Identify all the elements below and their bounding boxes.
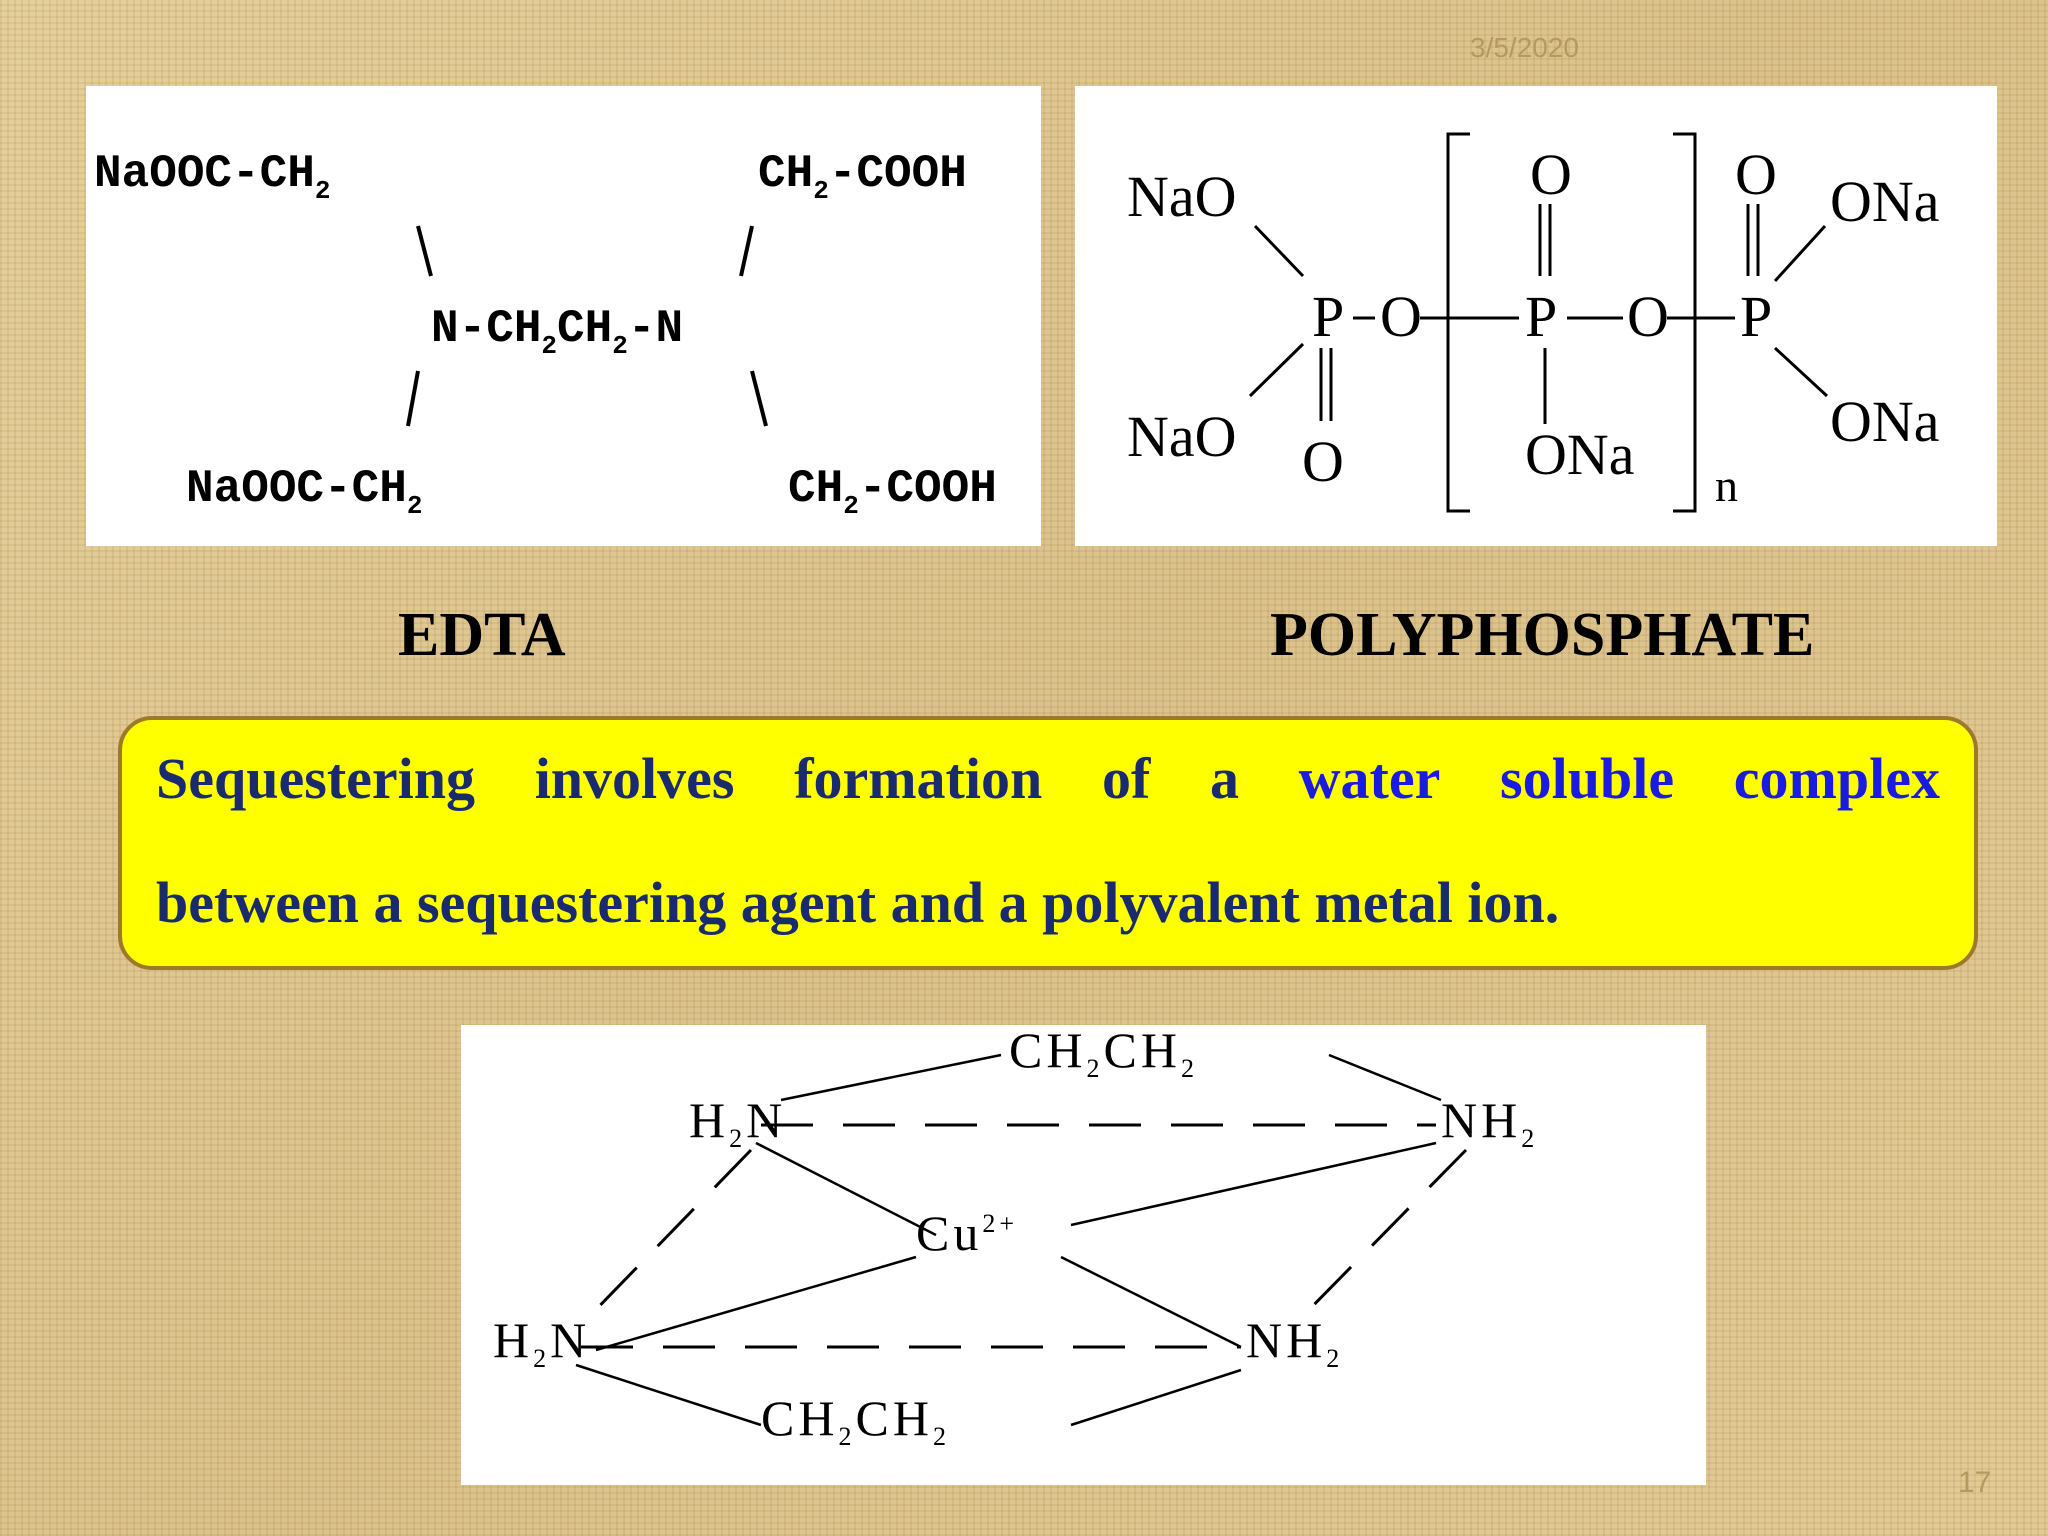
poly-o-bottom-left: O [1302,429,1344,494]
cu-nh2-top: NH2 [1441,1092,1538,1153]
polyphosphate-caption: POLYPHOSPHATE [1270,601,1815,669]
callout-line-1: Sequestering involves formation of a wat… [156,750,1940,808]
poly-p-left: P [1312,284,1344,349]
edta-structure-image: NaOOC-CH2 CH2-COOH N-CH2CH2-N NaOOC-CH2 … [86,86,1041,546]
poly-p-right: P [1740,284,1772,349]
edta-bonds [406,225,768,427]
poly-nao-bottom: NaO [1127,404,1237,469]
page-number: 17 [1958,1466,1992,1499]
callout-highlight-word: water [1298,746,1441,811]
definition-callout: Sequestering involves formation of a wat… [118,716,1978,970]
edta-bottom-left-group: NaOOC-CH2 [186,463,422,521]
poly-ona-bottom: ONa [1830,389,1940,454]
cu-bottom-bridge: CH2CH2 [761,1390,950,1451]
poly-o-bridge-2: O [1627,284,1669,349]
poly-nao-top: NaO [1127,164,1237,229]
poly-repeat-n: n [1715,460,1738,511]
callout-highlight-word: complex [1733,746,1940,811]
copper-complex-svg: CH2CH2 H2N NH2 Cu2+ H2N NH2 CH2CH2 [493,1025,1538,1451]
polyphosphate-structure-svg: NaO NaO P O P O P O O O ONa ONa ONa n [1127,132,1940,513]
cu-bonds [575,1053,1442,1427]
copper-complex-structure-image: CH2CH2 H2N NH2 Cu2+ H2N NH2 CH2CH2 [461,1025,1706,1485]
poly-p-middle: P [1525,284,1557,349]
callout-highlight-word: soluble [1500,746,1675,811]
callout-word: Sequestering [156,746,475,811]
poly-o-top-right: O [1735,142,1777,207]
poly-o-top-middle: O [1530,142,1572,207]
slide-date: 3/5/2020 [1470,32,1579,63]
edta-caption: EDTA [398,601,566,669]
polyphosphate-structure-image: NaO NaO P O P O P O O O ONa ONa ONa n [1075,86,1997,546]
callout-word: involves [534,746,735,811]
callout-word: a [1209,746,1239,811]
cu-top-bridge: CH2CH2 [1009,1025,1198,1083]
poly-bonds [1248,132,1829,513]
cu-h2n-bottom: H2N [493,1312,590,1373]
edta-top-right-group: CH2-COOH [758,148,967,206]
poly-ona-top: ONa [1830,169,1940,234]
callout-word: formation [794,746,1043,811]
cu-center-ion: Cu2+ [916,1205,1018,1261]
cu-nh2-bottom: NH2 [1246,1312,1343,1373]
poly-ona-middle: ONa [1525,422,1635,487]
cu-dashed-bonds [579,1123,1468,1349]
edta-top-left-group: NaOOC-CH2 [94,148,330,206]
edta-structure-svg: NaOOC-CH2 CH2-COOH N-CH2CH2-N NaOOC-CH2 … [94,148,997,521]
callout-word: of [1101,746,1151,811]
edta-center-chain: N-CH2CH2-N [431,303,683,361]
edta-bottom-right-group: CH2-COOH [788,463,997,521]
poly-o-bridge-1: O [1380,284,1422,349]
callout-line-2: between a sequestering agent and a polyv… [156,870,1560,935]
cu-h2n-top: H2N [689,1092,786,1153]
